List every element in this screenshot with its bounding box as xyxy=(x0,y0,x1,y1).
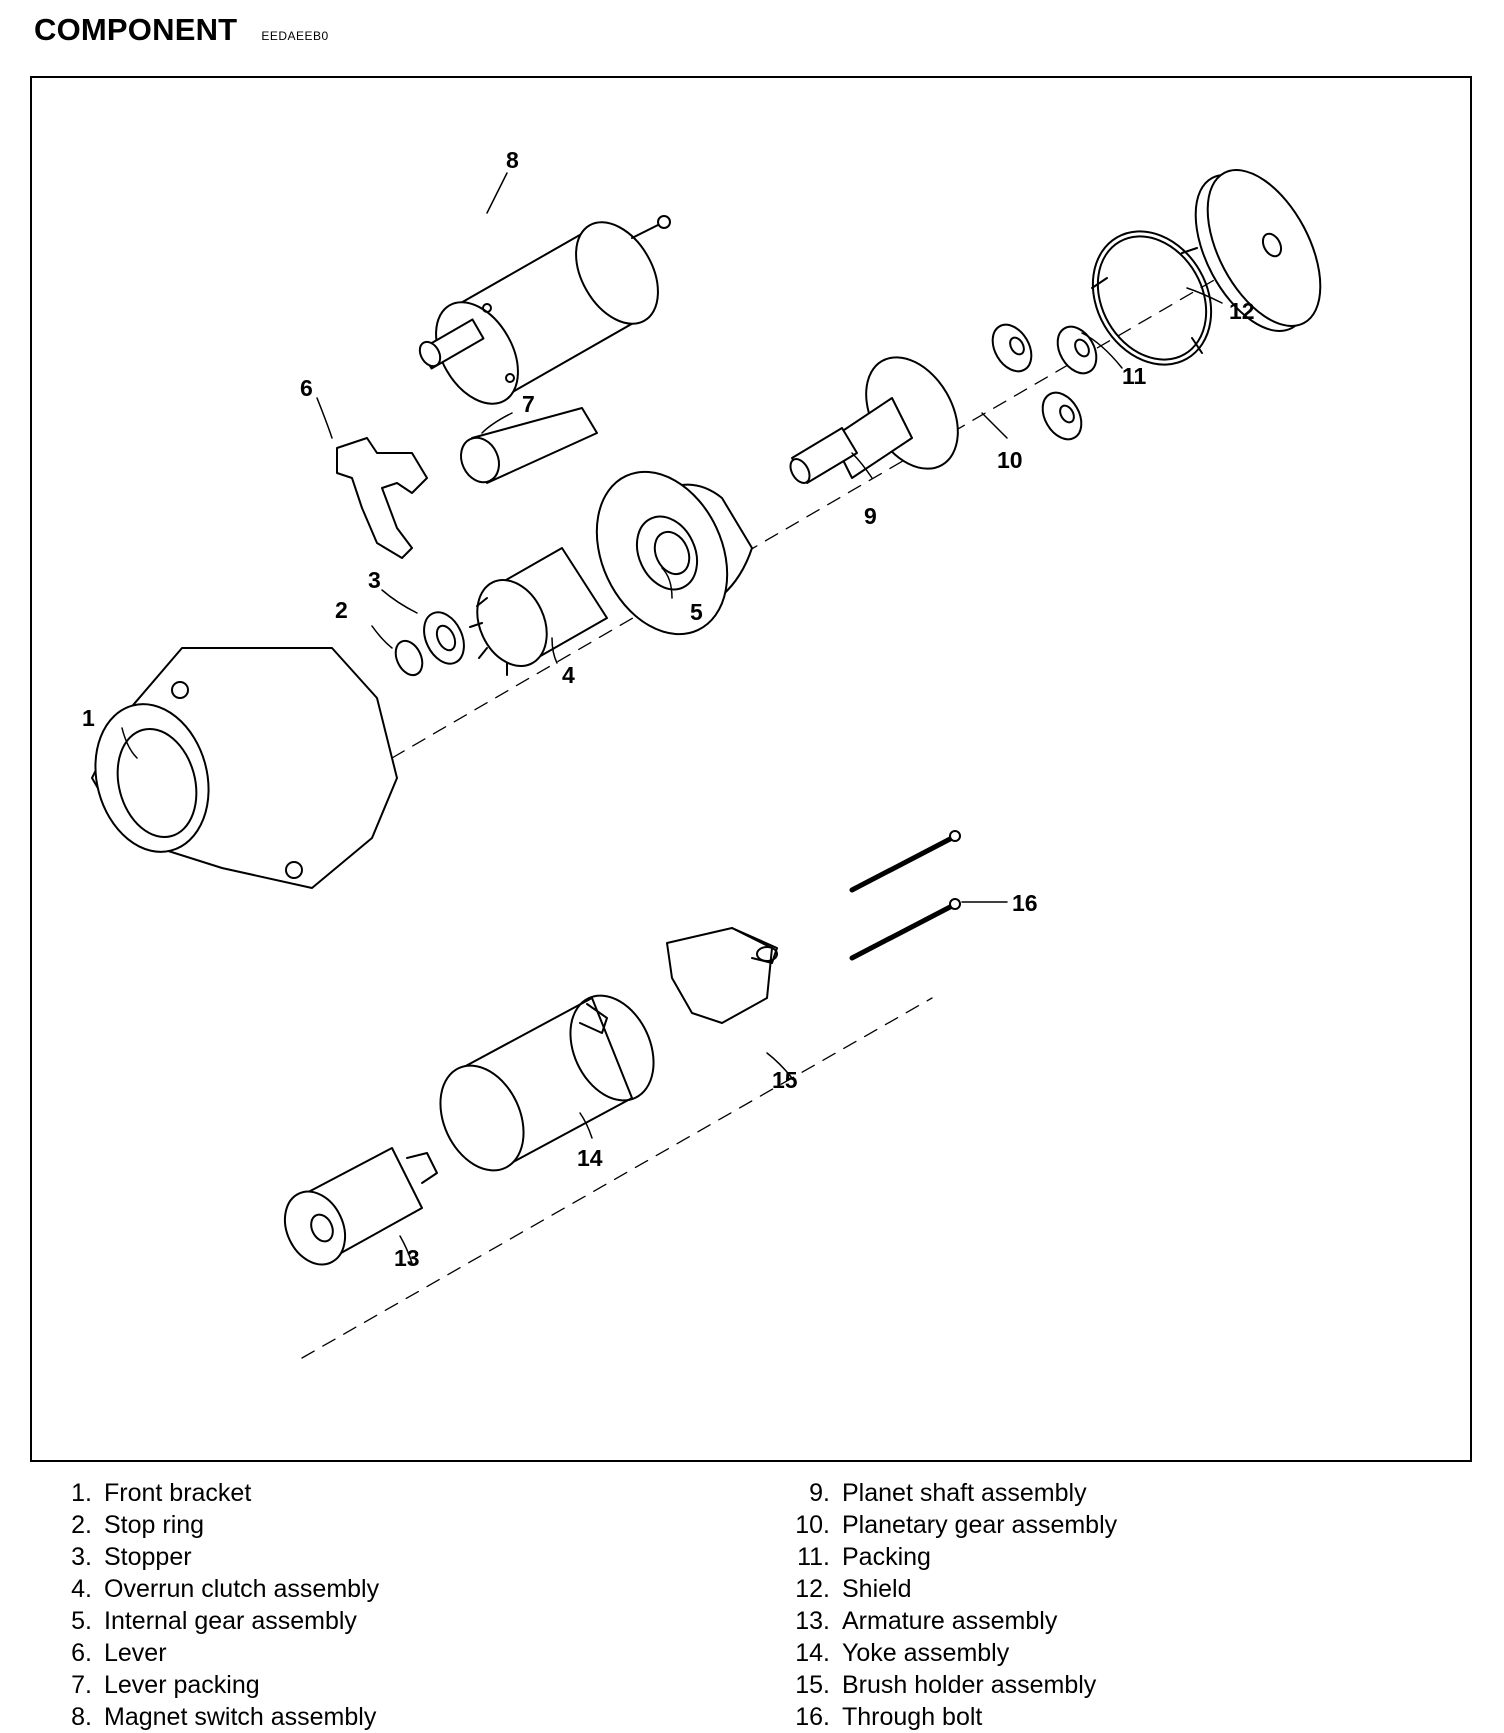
callout-5: 5 xyxy=(690,599,703,625)
leader-lines xyxy=(121,172,1223,1264)
diagram-canvas: 1 2 3 4 5 6 7 8 9 10 11 12 13 14 15 16 xyxy=(82,147,1322,1359)
legend-right-column: 9. Planet shaft assembly 10. Planetary gea… xyxy=(778,1477,1468,1733)
legend-number: 4. xyxy=(71,1575,92,1603)
legend-number: 10. xyxy=(795,1511,830,1539)
page-header: COMPONENT EEDAEEB0 xyxy=(34,12,329,52)
legend-label: Lever packing xyxy=(104,1671,260,1699)
legend-item: 1. Front bracket xyxy=(50,1477,690,1509)
legend-item: 4. Overrun clutch assembly xyxy=(50,1573,690,1605)
legend-item: 5. Internal gear assembly xyxy=(50,1605,690,1637)
callout-10: 10 xyxy=(997,447,1023,473)
callout-15: 15 xyxy=(772,1067,798,1093)
callout-13: 13 xyxy=(394,1245,420,1271)
planetary-gear xyxy=(991,323,1033,373)
through-bolt xyxy=(849,830,961,893)
overrun-clutch-assembly xyxy=(469,547,608,676)
legend-number: 12. xyxy=(795,1575,830,1603)
legend-label: Planetary gear assembly xyxy=(842,1511,1118,1539)
callout-14: 14 xyxy=(577,1145,603,1171)
callout-8: 8 xyxy=(506,147,519,173)
planetary-gear xyxy=(1056,325,1098,375)
armature-assembly xyxy=(283,1147,438,1266)
legend-label: Front bracket xyxy=(104,1479,252,1507)
legend-label: Brush holder assembly xyxy=(842,1671,1097,1699)
callout-3: 3 xyxy=(368,567,381,593)
legend-label: Overrun clutch assembly xyxy=(104,1575,380,1603)
legend-number: 9. xyxy=(809,1479,830,1507)
legend-label: Planet shaft assembly xyxy=(842,1479,1087,1507)
assembly-axis-lower xyxy=(301,997,933,1359)
legend-item: 6. Lever xyxy=(50,1637,690,1669)
legend-label: Yoke assembly xyxy=(842,1639,1010,1667)
legend-number: 13. xyxy=(795,1607,830,1635)
legend-item: 11. Packing xyxy=(778,1541,1468,1573)
legend-item: 14. Yoke assembly xyxy=(778,1637,1468,1669)
legend-number: 5. xyxy=(71,1607,92,1635)
callout-4: 4 xyxy=(562,662,575,688)
legend-number: 2. xyxy=(71,1511,92,1539)
callout-2: 2 xyxy=(335,597,348,623)
lever xyxy=(336,437,428,559)
callout-1: 1 xyxy=(82,705,95,731)
legend-label: Shield xyxy=(842,1575,912,1603)
callout-16: 16 xyxy=(1012,890,1038,916)
document-code: EEDAEEB0 xyxy=(261,29,329,43)
legend-item: 16. Through bolt xyxy=(778,1701,1468,1733)
legend-label: Armature assembly xyxy=(842,1607,1058,1635)
stop-ring xyxy=(394,639,424,677)
legend-item: 3. Stopper xyxy=(50,1541,690,1573)
legend-item: 7. Lever packing xyxy=(50,1669,690,1701)
assembly-axis-upper xyxy=(391,257,1253,759)
through-bolt xyxy=(849,898,961,961)
legend-item: 10. Planetary gear assembly xyxy=(778,1509,1468,1541)
legend-number: 14. xyxy=(795,1639,830,1667)
legend-item: 12. Shield xyxy=(778,1573,1468,1605)
stopper xyxy=(423,611,465,665)
shield xyxy=(1194,169,1322,332)
magnet-switch-assembly xyxy=(418,215,671,405)
legend-number: 15. xyxy=(795,1671,830,1699)
front-bracket xyxy=(91,647,398,889)
planet-shaft-assembly xyxy=(789,356,959,484)
callout-6: 6 xyxy=(300,375,313,401)
legend-item: 2. Stop ring xyxy=(50,1509,690,1541)
legend-label: Stopper xyxy=(104,1543,192,1571)
legend-number: 3. xyxy=(71,1543,92,1571)
page-title: COMPONENT xyxy=(34,12,238,47)
legend-number: 6. xyxy=(71,1639,92,1667)
legend-label: Through bolt xyxy=(842,1703,983,1731)
callout-11: 11 xyxy=(1122,363,1147,389)
legend-number: 8. xyxy=(71,1703,92,1731)
brush-holder-assembly xyxy=(666,927,778,1024)
legend-number: 16. xyxy=(795,1703,830,1731)
callout-7: 7 xyxy=(522,391,535,417)
planetary-gear xyxy=(1041,391,1083,441)
lever-packing xyxy=(460,407,598,484)
callout-9: 9 xyxy=(864,503,877,529)
legend-label: Magnet switch assembly xyxy=(104,1703,377,1731)
legend-item: 8. Magnet switch assembly xyxy=(50,1701,690,1733)
legend-item: 9. Planet shaft assembly xyxy=(778,1477,1468,1509)
legend-item: 13. Armature assembly xyxy=(778,1605,1468,1637)
legend-number: 11. xyxy=(797,1543,830,1571)
callout-12: 12 xyxy=(1229,298,1255,324)
packing xyxy=(1091,230,1213,366)
internal-gear-assembly xyxy=(595,470,753,636)
legend-number: 1. xyxy=(71,1479,92,1507)
legend-label: Packing xyxy=(842,1543,931,1571)
planetary-gear-assembly xyxy=(991,323,1098,441)
legend-left-column: 1. Front bracket 2. Stop ring 3. Stopper 4.… xyxy=(50,1477,690,1733)
exploded-view-diagram: 1 2 3 4 5 6 7 8 9 10 11 12 13 14 15 16 xyxy=(30,76,1472,1462)
legend-item: 15. Brush holder assembly xyxy=(778,1669,1468,1701)
legend-label: Lever xyxy=(104,1639,167,1667)
yoke-assembly xyxy=(439,994,655,1172)
legend-label: Internal gear assembly xyxy=(104,1607,357,1635)
legend-label: Stop ring xyxy=(104,1511,205,1539)
legend-number: 7. xyxy=(71,1671,92,1699)
